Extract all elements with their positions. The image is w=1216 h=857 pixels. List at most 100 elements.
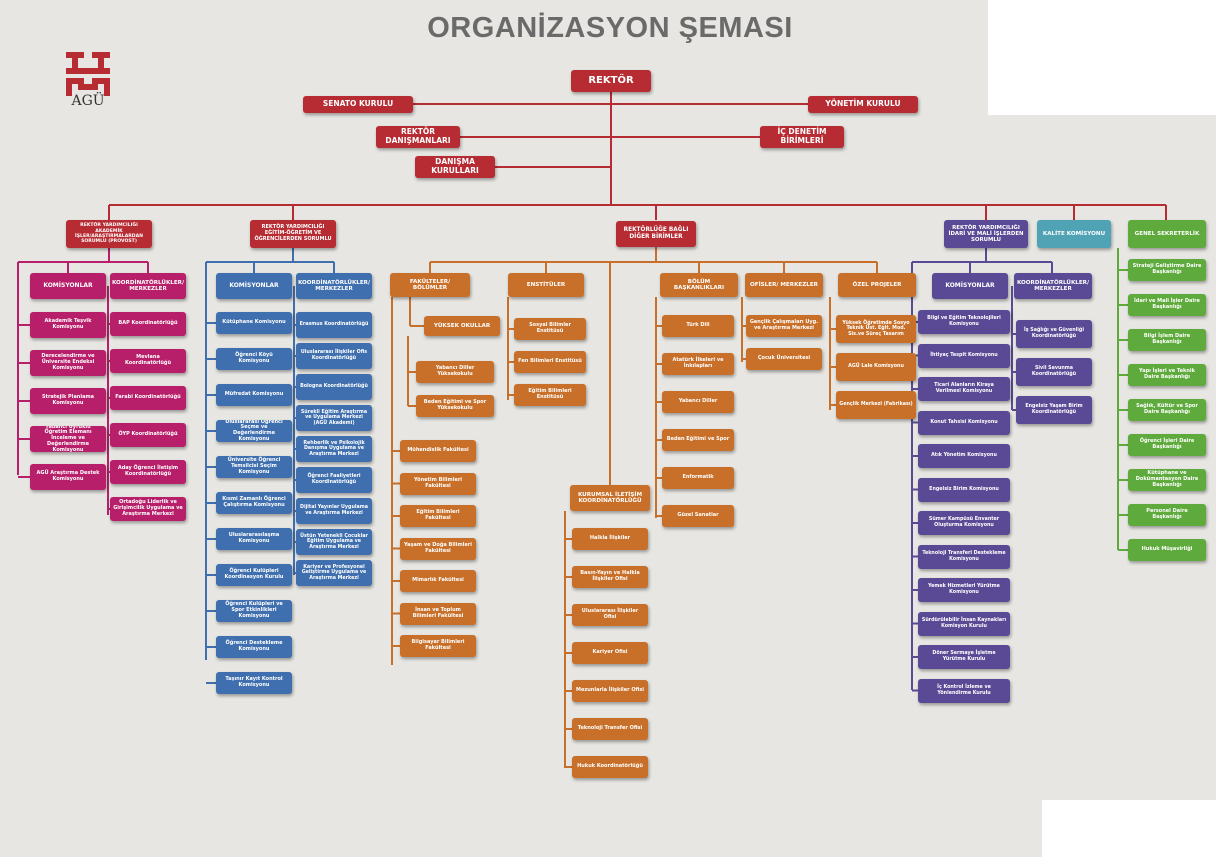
bolum-item[interactable]: Türk Dili: [662, 315, 734, 337]
kurumsal-item[interactable]: Kariyer Ofisi: [572, 642, 648, 664]
idari-komisyon-item[interactable]: Teknoloji Transferi Destekleme Komisyonu: [918, 544, 1010, 569]
enstitu-item[interactable]: Eğitim Bilimleri Enstitüsü: [514, 384, 586, 406]
yuksek-okullar-header[interactable]: YÜKSEK OKULLAR: [424, 316, 500, 336]
enstitu-item[interactable]: Sosyal Bilimler Enstitüsü: [514, 318, 586, 340]
fakulte-item[interactable]: Yönetim Bilimleri Fakültesi: [400, 472, 476, 495]
ozel-item[interactable]: AGÜ Lale Komisyonu: [836, 353, 916, 381]
provost-koord-item[interactable]: Mevlana Koordinatörlüğü: [110, 349, 186, 373]
idari-komisyon-item[interactable]: Yemek Hizmetleri Yürütme Komisyonu: [918, 578, 1010, 602]
genel-item[interactable]: Bilgi İşlem Daire Başkanlığı: [1128, 329, 1206, 351]
ozel-item[interactable]: Yüksek Öğretimde Sosyo Teknik Üst. Eğit.…: [836, 315, 916, 343]
egitim-koord-item[interactable]: Kariyer ve Profesyonel Geliştirme Uygula…: [296, 560, 372, 586]
kurumsal-header[interactable]: KURUMSAL İLETİŞİM KOORDİNATÖRLÜĞÜ: [570, 485, 650, 511]
provost-koord-item[interactable]: Aday Öğrenci İletişim Koordinatörlüğü: [110, 460, 186, 484]
egitim-koord-item[interactable]: Öğrenci Faaliyetleri Koordinatörlüğü: [296, 467, 372, 493]
provost-komisyon-item[interactable]: AGÜ Araştırma Destek Komisyonu: [30, 464, 106, 490]
ofis-item[interactable]: Çocuk Üniversitesi: [746, 348, 822, 370]
bolum-item[interactable]: Atatürk İlkeleri ve İnkılapları: [662, 353, 734, 375]
provost-komisyon-item[interactable]: Akademik Teşvik Komisyonu: [30, 312, 106, 338]
egitim-komisyon-item[interactable]: Öğrenci Kulüpleri Koordinasyon Kurulu: [216, 564, 292, 586]
idari-komisyon-item[interactable]: Konut Tahsisi Komisyonu: [918, 410, 1010, 435]
provost-komisyonlar[interactable]: KOMİSYONLAR: [30, 273, 106, 299]
branch-bagli[interactable]: REKTÖRLÜĞE BAĞLI DİĞER BİRİMLER: [616, 221, 696, 247]
fakulte-item[interactable]: İnsan ve Toplum Bilimleri Fakültesi: [400, 602, 476, 625]
egitim-koord-item[interactable]: Sürekli Eğitim Araştırma ve Uygulama Mer…: [296, 405, 372, 431]
danisma-kurullari-box[interactable]: DANIŞMA KURULLARI: [415, 156, 495, 178]
genel-item[interactable]: Sağlık, Kültür ve Spor Daire Başkanlığı: [1128, 399, 1206, 421]
idari-komisyon-item[interactable]: Ticari Alanların Kiraya Verilmesi Komisy…: [918, 377, 1010, 401]
senato-kurulu-box[interactable]: SENATO KURULU: [303, 96, 413, 113]
provost-koord[interactable]: KOORDİNATÖRLÜKLER/ MERKEZLER: [110, 273, 186, 299]
genel-item[interactable]: Kütüphane ve Dokümantasyon Daire Başkanl…: [1128, 469, 1206, 491]
provost-komisyon-item[interactable]: Derecelendirme ve Üniversite Endeksi Kom…: [30, 350, 106, 376]
kurumsal-item[interactable]: Hukuk Koordinatörlüğü: [572, 756, 648, 778]
provost-koord-item[interactable]: BAP Koordinatörlüğü: [110, 312, 186, 336]
fakulte-item[interactable]: Eğitim Bilimleri Fakültesi: [400, 505, 476, 527]
kurumsal-item[interactable]: Halkla İlişkiler: [572, 528, 648, 550]
bolum-header[interactable]: BÖLÜM BAŞKANLIKLARI: [660, 273, 738, 297]
kurumsal-item[interactable]: Mezunlarla İlişkiler Ofisi: [572, 680, 648, 702]
rektor-box[interactable]: REKTÖR: [571, 70, 651, 92]
genel-item[interactable]: Hukuk Müşavirliği: [1128, 539, 1206, 561]
idari-koord-item[interactable]: İş Sağlığı ve Güvenliği Koordinatörlüğü: [1016, 320, 1092, 348]
genel-item[interactable]: Personel Daire Başkanlığı: [1128, 504, 1206, 526]
provost-koord-item[interactable]: Farabi Koordinatörlüğü: [110, 386, 186, 410]
egitim-koord-item[interactable]: Rehberlik ve Psikolojik Danışma Uygulama…: [296, 436, 372, 462]
branch-kalite[interactable]: KALİTE KOMİSYONU: [1037, 220, 1111, 248]
egitim-komisyon-item[interactable]: Öğrenci Kulüpleri ve Spor Etkinlikleri K…: [216, 600, 292, 622]
egitim-koord-item[interactable]: Dijital Yayınlar Uygulama ve Araştırma M…: [296, 498, 372, 524]
bolum-item[interactable]: Enformatik: [662, 467, 734, 489]
provost-koord-item[interactable]: ÖYP Koordinatörlüğü: [110, 423, 186, 447]
enstituler-header[interactable]: ENSTİTÜLER: [508, 273, 584, 297]
kurumsal-item[interactable]: Uluslararası İlişkiler Ofisi: [572, 604, 648, 626]
fakulte-item[interactable]: Mimarlık Fakültesi: [400, 570, 476, 592]
bolum-item[interactable]: Yabancı Diller: [662, 391, 734, 413]
idari-komisyon-item[interactable]: İç Kontrol İzleme ve Yönlendirme Kurulu: [918, 678, 1010, 703]
egitim-koord-item[interactable]: Uluslararası İlişkiler Ofis Koordinatörl…: [296, 343, 372, 369]
genel-item[interactable]: İdari ve Mali İşler Daire Başkanlığı: [1128, 294, 1206, 316]
provost-komisyon-item[interactable]: Yabancı Uyruklu Öğretim Elemanı İnceleme…: [30, 426, 106, 452]
genel-item[interactable]: Öğrenci İşleri Daire Başkanlığı: [1128, 434, 1206, 456]
branch-provost[interactable]: REKTÖR YARDIMCILIĞI AKADEMİK İŞLER/ARAŞT…: [66, 220, 152, 248]
provost-koord-item[interactable]: Ortadoğu Liderlik ve Girişimcilik Uygula…: [110, 497, 186, 521]
egitim-koord-item[interactable]: Erasmus Koordinatörlüğü: [296, 312, 372, 338]
enstitu-item[interactable]: Fen Bilimleri Enstitüsü: [514, 351, 586, 373]
ofisler-header[interactable]: OFİSLER/ MERKEZLER: [745, 273, 823, 297]
egitim-komisyon-item[interactable]: Taşınır Kayıt Kontrol Komisyonu: [216, 672, 292, 694]
egitim-koord[interactable]: KOORDİNATÖRLÜKLER/ MERKEZLER: [296, 273, 372, 299]
egitim-komisyon-item[interactable]: Öğrenci Köyü Komisyonu: [216, 348, 292, 370]
bolum-item[interactable]: Beden Eğitimi ve Spor: [662, 429, 734, 451]
fakulte-item[interactable]: Yaşam ve Doğa Bilimleri Fakültesi: [400, 537, 476, 560]
branch-genel[interactable]: GENEL SEKRETERLİK: [1128, 220, 1206, 248]
branch-idari[interactable]: REKTÖR YARDIMCILIĞI İDARİ VE MALİ İŞLERD…: [944, 220, 1028, 248]
idari-koord-item[interactable]: Engelsiz Yaşam Birim Koordinatörlüğü: [1016, 396, 1092, 424]
ic-denetim-box[interactable]: İÇ DENETİM BİRİMLERİ: [760, 126, 844, 148]
egitim-komisyon-item[interactable]: Kısmi Zamanlı Öğrenci Çalıştırma Komisyo…: [216, 492, 292, 514]
yuksek-okul-item[interactable]: Yabancı Diller Yüksekokulu: [416, 361, 494, 383]
branch-egitim[interactable]: REKTÖR YARDIMCILIĞI EĞİTİM-ÖĞRETİM VE ÖĞ…: [250, 220, 336, 248]
egitim-koord-item[interactable]: Üstün Yetenekli Çocuklar Eğitim Uygulama…: [296, 529, 372, 555]
yuksek-okul-item[interactable]: Beden Eğitimi ve Spor Yüksekokulu: [416, 395, 494, 417]
egitim-komisyon-item[interactable]: Üniversite Öğrenci Temsilcisi Seçim Komi…: [216, 456, 292, 478]
idari-koord-item[interactable]: Sivil Savunma Koordinatörlüğü: [1016, 358, 1092, 386]
provost-komisyon-item[interactable]: Stratejik Planlama Komisyonu: [30, 388, 106, 414]
egitim-komisyon-item[interactable]: Kütüphane Komisyonu: [216, 312, 292, 334]
kurumsal-item[interactable]: Basın-Yayın ve Halkla İlişkiler Ofisi: [572, 566, 648, 588]
rektor-danismanlari-box[interactable]: REKTÖR DANIŞMANLARI: [376, 126, 460, 148]
idari-komisyon-item[interactable]: Sümer Kampüsü Envanter Oluşturma Komisyo…: [918, 511, 1010, 535]
idari-komisyon-item[interactable]: Engelsiz Birim Komisyonu: [918, 477, 1010, 502]
idari-komisyon-item[interactable]: İhtiyaç Tespit Komisyonu: [918, 343, 1010, 368]
idari-komisyon-item[interactable]: Atık Yönetim Komisyonu: [918, 444, 1010, 468]
bolum-item[interactable]: Güzel Sanatlar: [662, 505, 734, 527]
egitim-komisyon-item[interactable]: Uluslararası Öğrenci Seçme ve Değerlendi…: [216, 420, 292, 442]
egitim-komisyon-item[interactable]: Müfredat Komisyonu: [216, 384, 292, 406]
fakulte-item[interactable]: Bilgisayar Bilimleri Fakültesi: [400, 635, 476, 657]
idari-komisyonlar[interactable]: KOMİSYONLAR: [932, 273, 1008, 299]
ozel-item[interactable]: Gençlik Merkezi (Fabrikası): [836, 391, 916, 419]
egitim-koord-item[interactable]: Bologna Koordinatörlüğü: [296, 374, 372, 400]
egitim-komisyonlar[interactable]: KOMİSYONLAR: [216, 273, 292, 299]
idari-komisyon-item[interactable]: Bilgi ve Eğitim Teknolojileri Komisyonu: [918, 310, 1010, 334]
fakulte-item[interactable]: Mühendislik Fakültesi: [400, 440, 476, 462]
kurumsal-item[interactable]: Teknoloji Transfer Ofisi: [572, 718, 648, 740]
egitim-komisyon-item[interactable]: Uluslararasılaşma Komisyonu: [216, 528, 292, 550]
